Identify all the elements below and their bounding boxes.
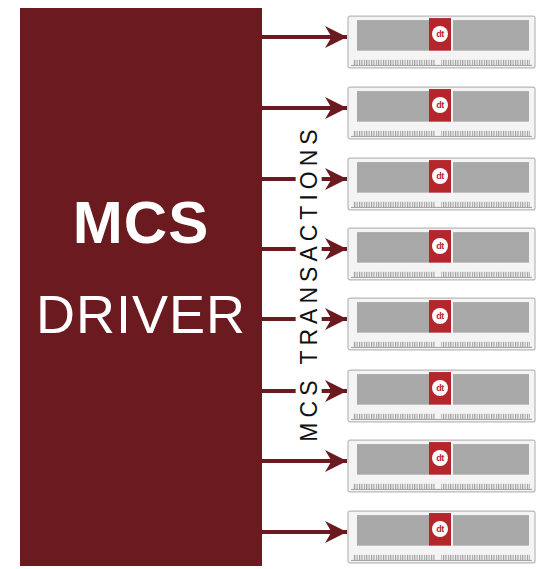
memory-module-art xyxy=(347,157,536,211)
transaction-arrow xyxy=(262,389,347,393)
memory-module: dt xyxy=(347,157,536,211)
memory-module-art xyxy=(347,86,536,140)
logo-text: dt xyxy=(432,97,448,113)
memory-module: dt xyxy=(347,15,536,69)
memory-module: dt xyxy=(347,369,536,423)
logo-text: dt xyxy=(432,521,448,537)
memory-module-art xyxy=(347,369,536,423)
memory-module-art xyxy=(347,297,536,351)
memory-module: dt xyxy=(347,227,536,281)
transaction-arrow xyxy=(262,177,347,181)
logo-text: dt xyxy=(432,26,448,42)
memory-module-art xyxy=(347,510,536,564)
memory-module: dt xyxy=(347,510,536,564)
transaction-arrow xyxy=(262,530,347,534)
logo-text: dt xyxy=(432,168,448,184)
transaction-arrow xyxy=(262,317,347,321)
box-heading: MCS xyxy=(73,193,209,253)
logo-text: dt xyxy=(432,238,448,254)
memory-module: dt xyxy=(347,439,536,493)
logo-text: dt xyxy=(432,308,448,324)
transaction-arrow xyxy=(262,247,347,251)
driver-box: MCS DRIVER xyxy=(20,8,262,566)
transaction-arrow xyxy=(262,35,347,39)
transaction-arrow xyxy=(262,106,347,110)
memory-module-art xyxy=(347,15,536,69)
logo-text: dt xyxy=(432,380,448,396)
vertical-label: MCS TRANSACTIONS xyxy=(295,122,321,443)
memory-module: dt xyxy=(347,297,536,351)
box-body: DRIVER xyxy=(36,287,246,341)
memory-module-art xyxy=(347,227,536,281)
transaction-arrow xyxy=(262,459,347,463)
memory-module: dt xyxy=(347,86,536,140)
logo-text: dt xyxy=(432,450,448,466)
memory-module-art xyxy=(347,439,536,493)
